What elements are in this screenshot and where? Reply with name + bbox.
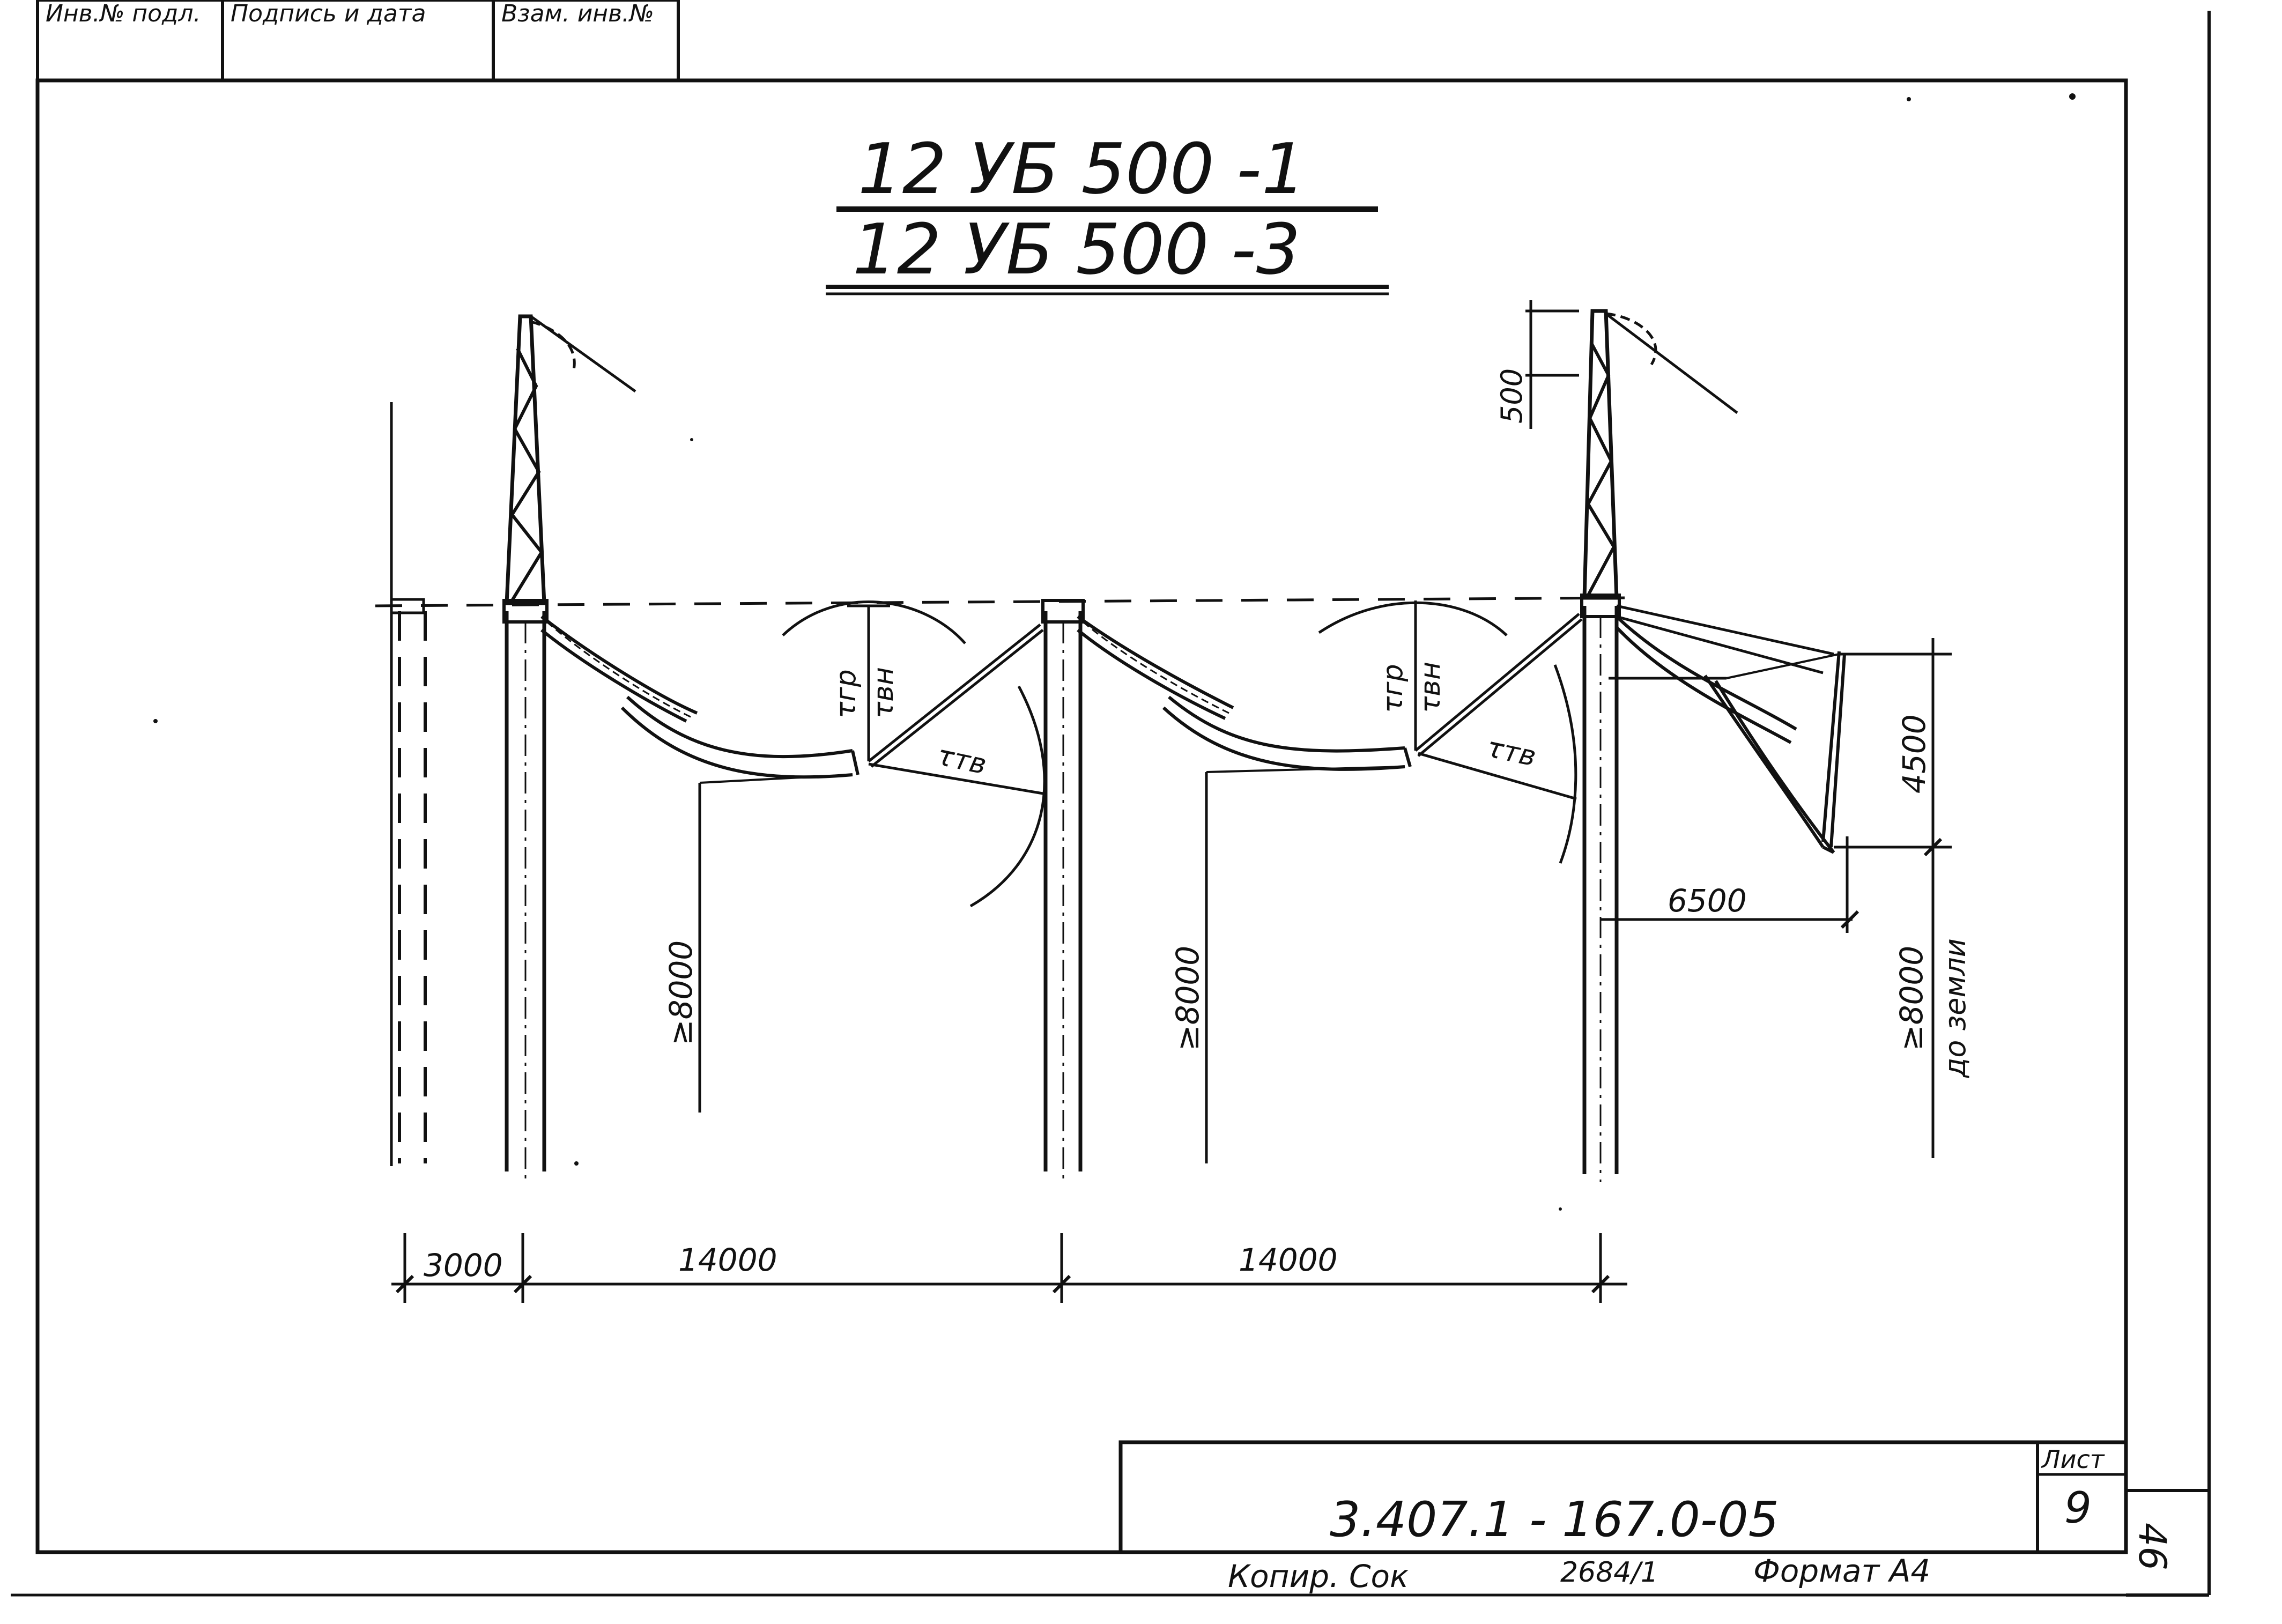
lattice-peak-left <box>505 314 636 605</box>
to-ground-label: до земли <box>1938 938 1972 1078</box>
clearance-arcs-1 <box>782 600 1046 908</box>
header-cell-sign: Подпись и дата <box>231 0 426 27</box>
height-min-8000-right: ≥8000 <box>1893 946 1930 1051</box>
dim-4500: 4500 <box>1896 714 1932 794</box>
clearance-arcs-2 <box>1318 600 1583 864</box>
clearance-vn-1: τвн <box>868 667 900 718</box>
lattice-peak-right <box>1582 309 1738 600</box>
height-min-8000-left: ≥8000 <box>663 940 699 1045</box>
clearance-tv-1: τтв <box>934 739 989 781</box>
insulator-string-1 <box>540 615 860 779</box>
column-left <box>502 599 549 1180</box>
insulator-string-2 <box>1077 615 1412 771</box>
dashed-column-left <box>390 402 427 1166</box>
side-number: 46 <box>2130 1523 2174 1570</box>
clearance-gr-2: τгр <box>1377 664 1409 713</box>
column-right <box>1580 594 1621 1182</box>
dimension-lines <box>391 300 1952 1303</box>
dim-6500: 6500 <box>1668 883 1747 919</box>
end-strings-right <box>1609 604 1846 854</box>
title-block <box>1118 1440 2128 1554</box>
dim-3000: 3000 <box>424 1247 503 1284</box>
sheet-label: Лист <box>2041 1445 2105 1474</box>
column-middle <box>1041 599 1085 1180</box>
header-cell-inv: Инв.№ подл. <box>46 0 201 27</box>
clearance-vn-2: τвн <box>1414 662 1447 713</box>
conductor-level-line <box>375 596 1625 607</box>
order-number: 2684/1 <box>1560 1556 1658 1589</box>
copy-label: Копир. Сок <box>1228 1558 1409 1595</box>
dim-14000-right: 14000 <box>1239 1242 1338 1278</box>
scan-specks <box>153 93 2076 1211</box>
clearance-tv-2: τтв <box>1484 731 1539 773</box>
clearance-gr-1: τгр <box>830 669 862 718</box>
header-cell-repl: Взам. инв.№ <box>501 0 654 27</box>
drawing-title-line1: 12 УБ 500 -1 <box>858 128 1306 210</box>
format-label: Формат А4 <box>1753 1553 1930 1589</box>
sheet-number: 9 <box>2064 1483 2092 1533</box>
drawing-title-line2: 12 УБ 500 -3 <box>853 209 1301 290</box>
dim-14000-left: 14000 <box>678 1242 777 1278</box>
dim-500: 500 <box>1495 368 1529 424</box>
height-min-8000-middle: ≥8000 <box>1169 946 1206 1051</box>
doc-number: 3.407.1 - 167.0-05 <box>1330 1492 1779 1548</box>
sheet-frame <box>11 0 2211 1597</box>
